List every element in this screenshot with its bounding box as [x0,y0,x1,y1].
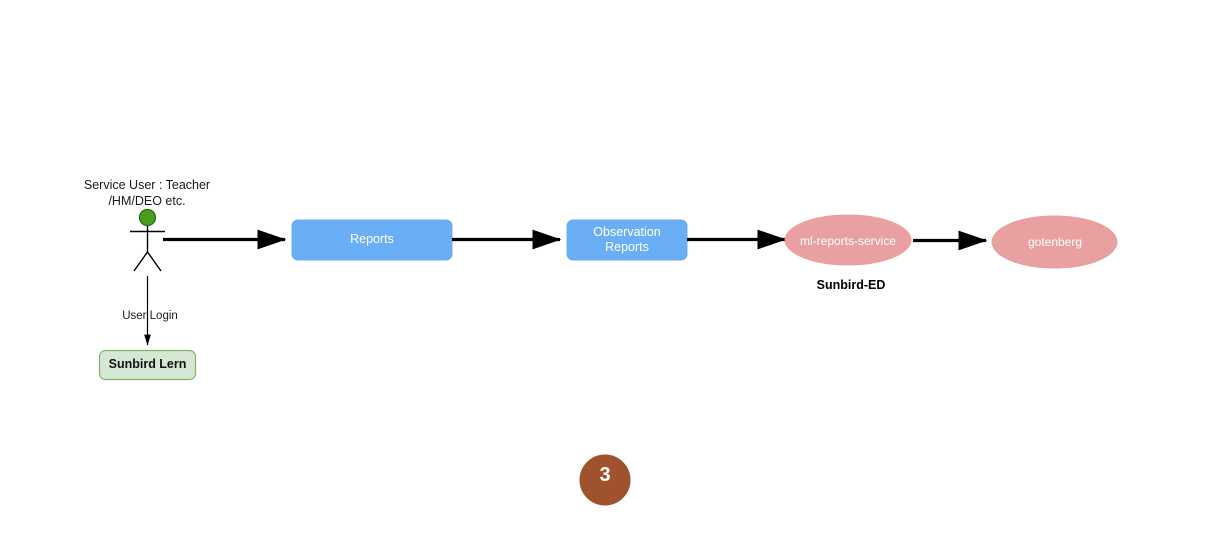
page-number-badge [579,454,631,506]
actor-caption: Service User : Teacher/HM/DEO etc. [67,178,227,209]
edge-label-user-login: User Login [122,310,178,322]
node-sublabel-sunbird-ed: Sunbird-ED [816,278,886,292]
service-user-actor[interactable] [130,208,165,272]
node-label-reports: Reports [350,232,394,246]
node-label-observation-reports-line1: Observation [593,225,661,239]
node-label-gotenberg: gotenberg [1027,235,1083,249]
actor-caption-line2: /HM/DEO etc. [108,193,186,208]
actor-caption-line1: Service User : Teacher [83,178,211,192]
actor-head-icon [138,208,157,227]
node-label-sunbird-lern: Sunbird Lern [108,357,187,371]
page-number-text: 3 [599,464,611,486]
node-label-ml-reports-service: ml-reports-service [799,234,896,248]
node-label-observation-reports-line2: Reports [605,240,649,254]
node-ml-reports-service[interactable] [784,214,912,266]
node-gotenberg[interactable] [991,215,1118,269]
actor-right-leg-line [146,251,162,272]
node-sunbird-lern[interactable] [98,349,197,381]
actor-left-leg-line [133,251,149,272]
